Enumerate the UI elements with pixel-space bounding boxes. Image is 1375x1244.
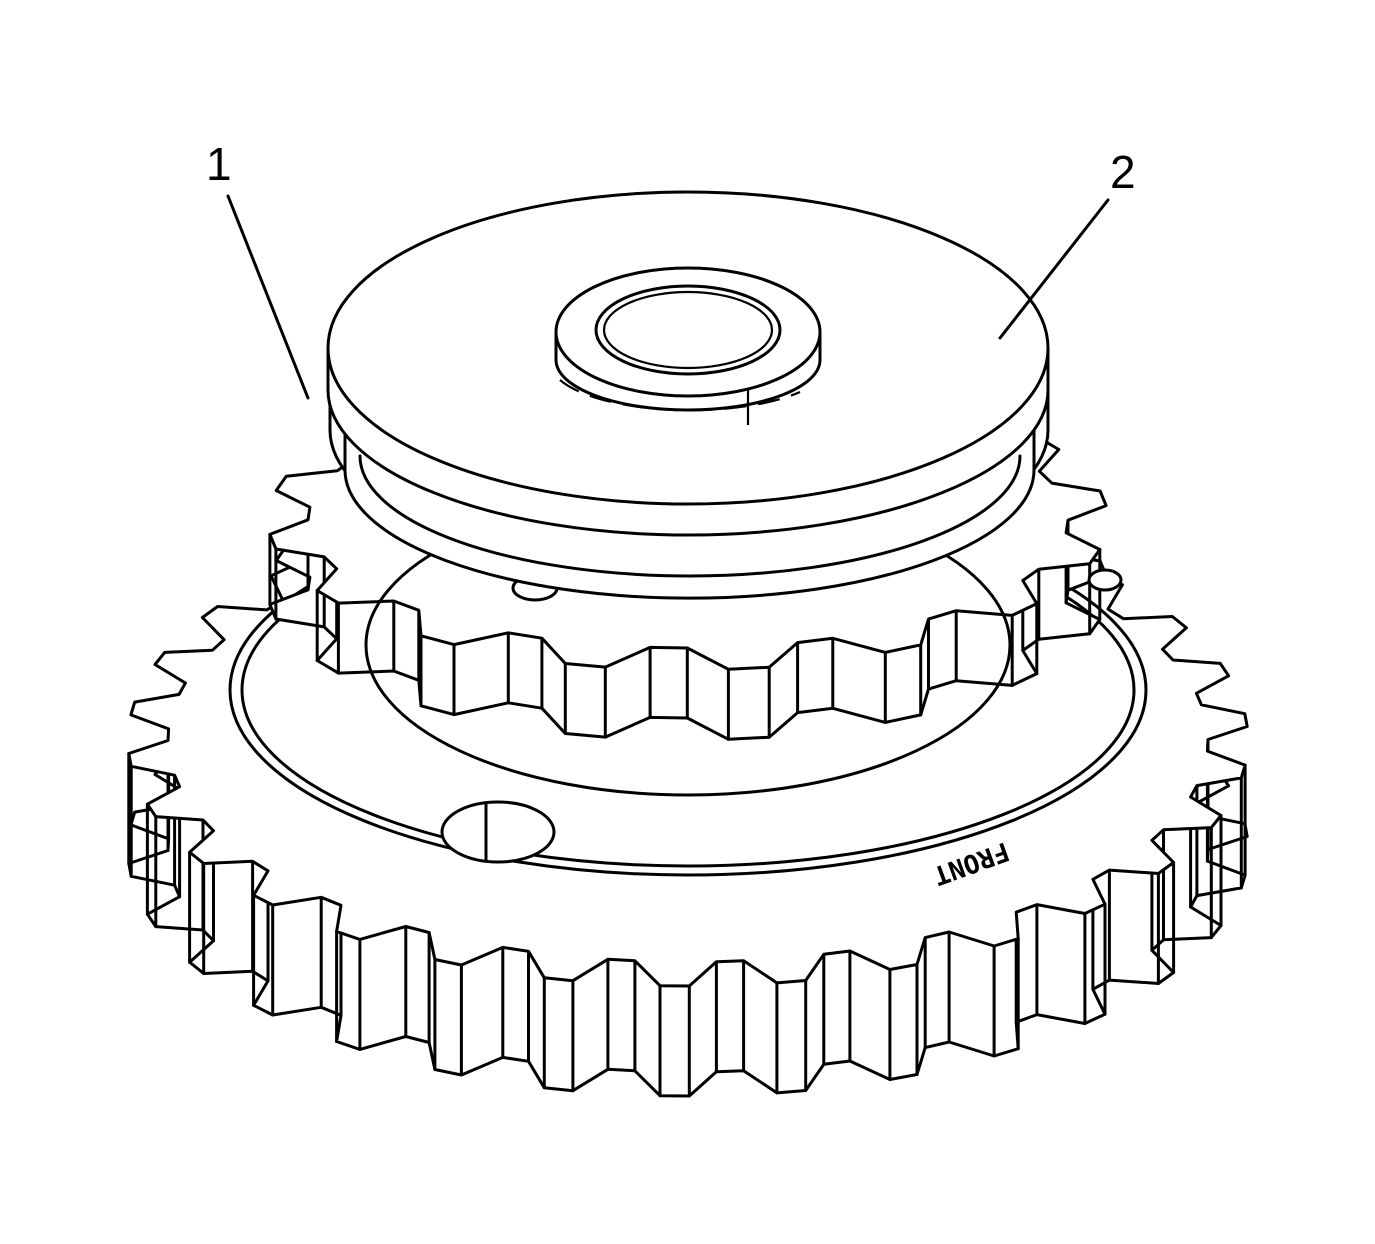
large-gear-hole <box>440 800 556 864</box>
pulley-bore <box>594 284 782 376</box>
small-sprocket-hole-right <box>1087 568 1123 592</box>
callout-1-leader <box>226 194 310 400</box>
pulley-disc <box>326 190 1050 600</box>
callout-1-label: 1 <box>206 138 232 190</box>
pulley-hidden-lines <box>559 379 801 412</box>
callout-2-label: 2 <box>1110 146 1136 198</box>
callouts: 1 2 <box>206 138 1136 400</box>
pulley-groove-line <box>358 454 1022 578</box>
pulley-bore-inner <box>602 290 774 370</box>
callout-2-leader <box>998 198 1110 340</box>
